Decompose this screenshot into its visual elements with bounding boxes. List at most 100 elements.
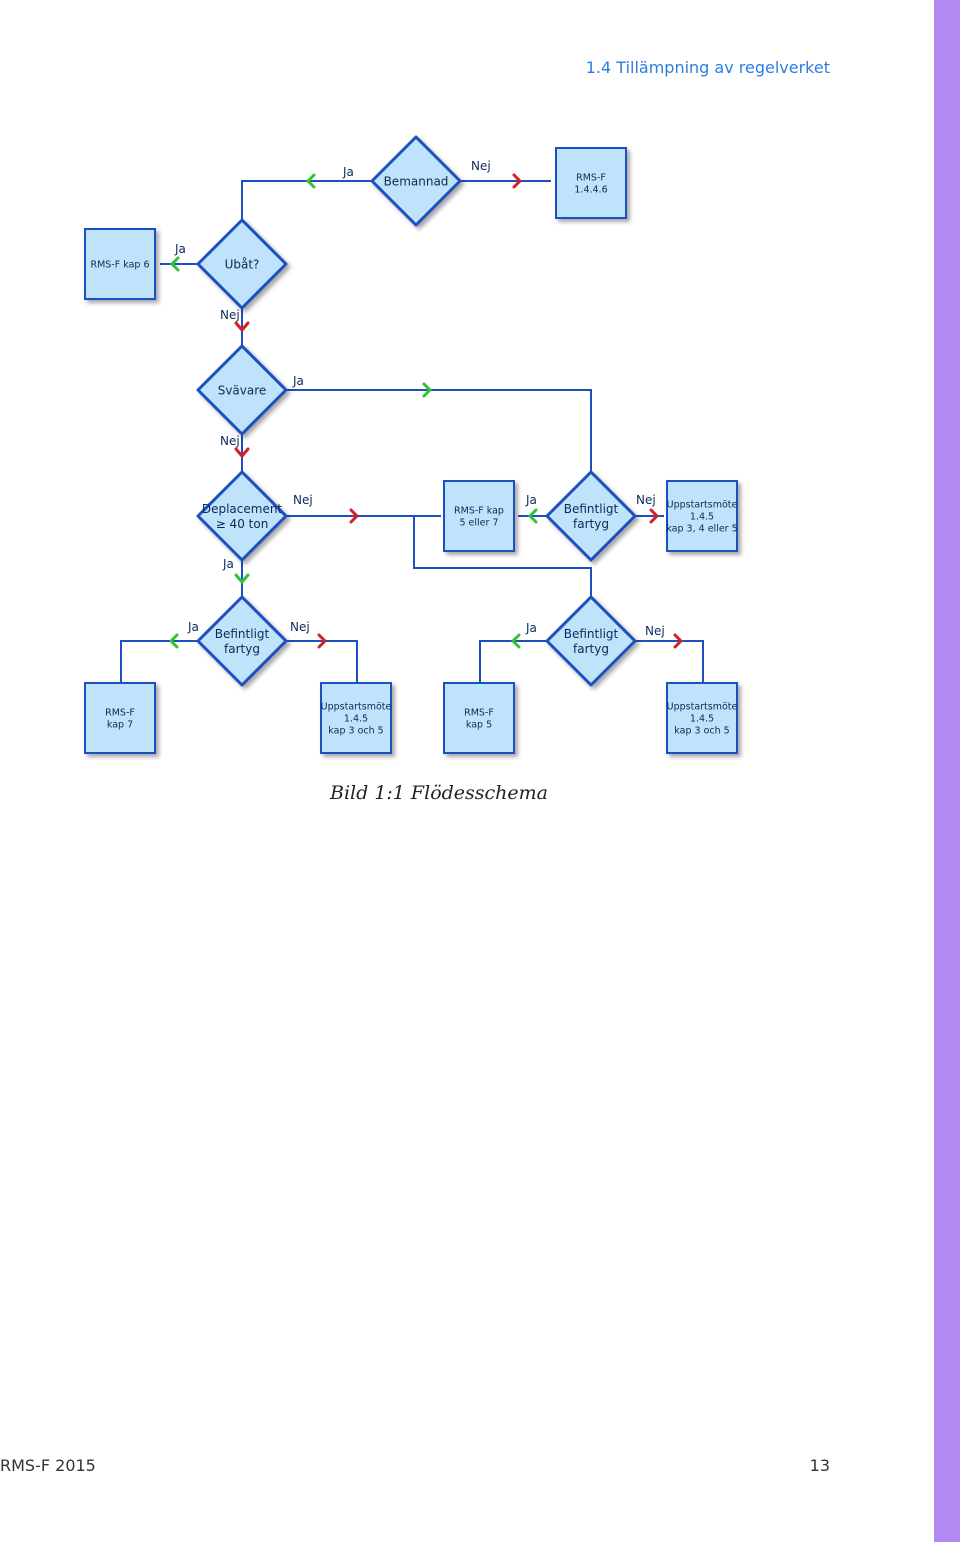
no-arrow-icon xyxy=(349,508,359,524)
node-label: 1.4.5 xyxy=(690,511,714,522)
node-label: Befintligt xyxy=(564,627,619,641)
side-accent-bar xyxy=(934,0,960,1542)
yes-arrow-icon xyxy=(234,573,250,584)
process-box xyxy=(84,228,156,300)
edge-label: Ja xyxy=(222,557,234,571)
node-label: kap 3, 4 eller 5 xyxy=(666,523,737,534)
yes-arrow-icon xyxy=(306,173,316,189)
yes-arrow-icon xyxy=(511,633,521,649)
yes-arrow-icon xyxy=(528,508,538,524)
node-rmsf-1446: RMS-F1.4.4.6 xyxy=(555,147,627,219)
node-bemannad: Bemannad xyxy=(370,135,462,227)
decision-diamond xyxy=(196,344,288,436)
node-label: fartyg xyxy=(573,642,609,656)
node-label: Ubåt? xyxy=(225,257,260,271)
edge-label: Nej xyxy=(471,159,491,173)
yes-arrow-icon xyxy=(169,633,179,649)
connector-lines xyxy=(120,180,704,688)
node-label: 5 eller 7 xyxy=(459,517,498,528)
connector xyxy=(241,180,371,228)
edge-label: Nej xyxy=(636,493,656,507)
node-label: 1.4.5 xyxy=(344,713,368,724)
edge-label: Nej xyxy=(220,434,240,448)
node-ubat: Ubåt? xyxy=(196,218,288,310)
process-box xyxy=(84,682,156,754)
decision-diamond xyxy=(196,218,288,310)
node-label: RMS-F kap 6 xyxy=(91,259,150,270)
decision-diamond xyxy=(196,595,288,687)
node-label: kap 3 och 5 xyxy=(674,725,729,736)
page-header: 1.4 Tillämpning av regelverket xyxy=(585,58,830,77)
no-arrow-icon xyxy=(673,633,683,649)
node-label: fartyg xyxy=(224,642,260,656)
connector xyxy=(286,389,592,472)
edge-label: Ja xyxy=(292,374,304,388)
node-label: RMS-F xyxy=(105,707,135,718)
node-label: 1.4.5 xyxy=(690,713,714,724)
connector xyxy=(286,640,358,683)
node-label: 1.4.4.6 xyxy=(574,184,607,195)
node-deplacement: Deplacement≥ 40 ton xyxy=(196,470,288,562)
edge-label: Ja xyxy=(525,621,537,635)
process-box xyxy=(443,682,515,754)
node-label: Bemannad xyxy=(384,174,449,188)
node-rmsf-kap6: RMS-F kap 6 xyxy=(84,228,156,300)
edge-labels: Ja Nej Ja Nej Ja Nej Nej Ja Ja Nej Ja Ne… xyxy=(174,159,665,638)
connector xyxy=(120,640,198,688)
node-label: Uppstartsmöte xyxy=(667,701,738,712)
process-box xyxy=(666,480,738,552)
edge-label: Ja xyxy=(174,242,186,256)
process-box xyxy=(443,480,515,552)
no-arrow-icon xyxy=(512,173,522,189)
edge-label: Nej xyxy=(290,620,310,634)
node-label: Befintligt xyxy=(215,627,270,641)
figure-caption: Bild 1:1 Flödesschema xyxy=(330,782,549,804)
node-svavare: Svävare xyxy=(196,344,288,436)
node-label: ≥ 40 ton xyxy=(216,517,269,531)
footer-page-number: 13 xyxy=(809,1456,830,1475)
node-label: Befintligt xyxy=(564,502,619,516)
node-label: fartyg xyxy=(573,517,609,531)
edge-label: Ja xyxy=(187,620,199,634)
node-label: kap 5 xyxy=(466,719,492,730)
node-label: kap 3 och 5 xyxy=(328,725,383,736)
node-label: Uppstartsmöte xyxy=(321,701,392,712)
no-arrow-icon xyxy=(317,633,327,649)
no-arrow-icon xyxy=(234,321,250,332)
node-label: Svävare xyxy=(218,383,267,397)
yes-arrow-icon xyxy=(170,256,180,272)
footer-document-name: RMS-F 2015 xyxy=(0,1456,96,1475)
no-arrow-icon xyxy=(649,508,659,524)
decision-diamond xyxy=(196,470,288,562)
connector xyxy=(636,640,704,683)
node-label: Uppstartsmöte xyxy=(667,499,738,510)
decision-diamond xyxy=(545,470,637,562)
node-label: Deplacement xyxy=(202,502,283,516)
node-label: RMS-F xyxy=(576,172,606,183)
edge-label: Nej xyxy=(220,308,240,322)
decision-diamond xyxy=(545,595,637,687)
node-label: kap 7 xyxy=(107,719,133,730)
edge-label: Ja xyxy=(525,493,537,507)
decision-arrows xyxy=(169,173,683,649)
connector xyxy=(286,515,592,597)
decision-diamond xyxy=(370,135,462,227)
process-box xyxy=(320,682,392,754)
node-label: RMS-F xyxy=(464,707,494,718)
process-box xyxy=(555,147,627,219)
edge-label: Ja xyxy=(342,165,354,179)
no-arrow-icon xyxy=(234,447,250,458)
connector xyxy=(479,640,547,683)
edge-label: Nej xyxy=(293,493,313,507)
node-label: RMS-F kap xyxy=(454,505,504,516)
yes-arrow-icon xyxy=(422,382,432,398)
